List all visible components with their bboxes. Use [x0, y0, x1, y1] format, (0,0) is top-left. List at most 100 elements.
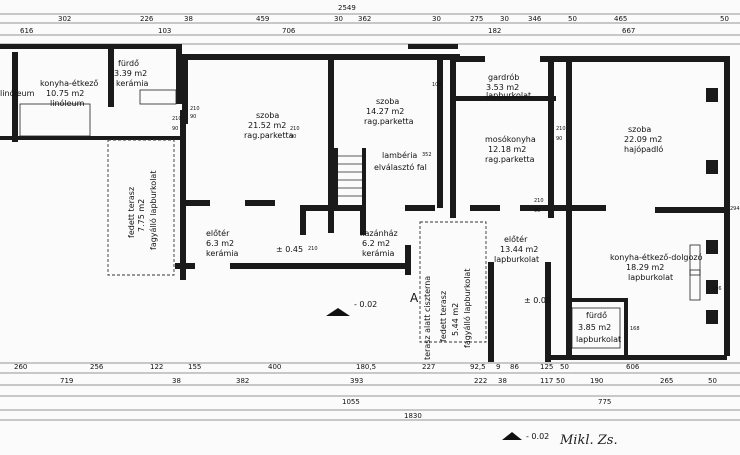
room-name: szoba [628, 125, 651, 134]
dimension-label: 180,5 [356, 363, 376, 371]
dimension-label: 265 [660, 377, 673, 385]
room-name: fürdő [586, 311, 607, 320]
dimension-label: 606 [626, 363, 640, 371]
bottom-dimension-lines [0, 362, 740, 421]
terrace-label: fedett terasz [439, 291, 448, 342]
dimension-label: 302 [58, 15, 71, 23]
room-area: 13.44 m2 [500, 245, 538, 254]
dimension-label: 346 [528, 15, 542, 23]
dimension-label: 155 [188, 363, 201, 371]
terraces [107, 139, 487, 343]
level-marker: ± 0.00 [524, 296, 551, 305]
dimension-label: 90 [172, 126, 178, 132]
room-name: szoba [256, 111, 279, 120]
dimension-label: 256 [90, 363, 104, 371]
room-floor: hajópadló [624, 144, 663, 154]
room-name: konyha-étkező [40, 78, 98, 88]
dimension-label: 459 [256, 15, 269, 23]
room-area: 12.18 m2 [488, 145, 526, 154]
dimension-label: 90 [534, 208, 540, 214]
dimension-label: 38 [184, 15, 193, 23]
level-marker: - 0.02 [526, 432, 549, 441]
room-area: 3.39 m2 [114, 69, 147, 78]
note-label: lambéria [382, 150, 417, 160]
level-marker: - 0.02 [354, 300, 377, 309]
dimension-label: 210 [290, 126, 300, 132]
section-label: A [410, 291, 419, 305]
terrace-label: 5.44 m2 [451, 303, 460, 336]
room-area: 6.2 m2 [362, 239, 390, 248]
dimension-label: 122 [150, 363, 163, 371]
dimension-label: 393 [350, 377, 363, 385]
dimension-label: 90 [290, 134, 296, 140]
room-area: 10.75 m2 [46, 89, 84, 98]
misc-labels: linóleum lambéria elválasztó fal fedett … [0, 88, 618, 448]
terrace-label: 7.75 m2 [137, 199, 146, 232]
signature: Mikl. Zs. [559, 433, 618, 448]
room-name: fürdő [118, 59, 139, 68]
dimension-label: 50 [720, 15, 729, 23]
level-marker: ± 0.45 [276, 245, 303, 254]
bottom-dims-row3: 1055 775 [342, 398, 611, 406]
room-name: előtér [206, 228, 230, 238]
room-name: előtér [504, 234, 528, 244]
dimension-label: 362 [358, 15, 371, 23]
dimension-label: 719 [60, 377, 73, 385]
dimension-label: 616 [20, 27, 34, 35]
dimension-label: 30 [500, 15, 509, 23]
dimension-label: 190 [590, 377, 603, 385]
dimension-label: 186 [712, 286, 722, 292]
dimension-label: 275 [470, 15, 483, 23]
fixtures [19, 89, 701, 349]
terrace-label: fagyálló lapburkolat [462, 269, 472, 348]
dimension-label: 210 [534, 198, 544, 204]
dimension-label: 92,5 [470, 363, 486, 371]
room-floor: rag.parketta [244, 131, 294, 140]
dimension-label: 38 [498, 377, 507, 385]
room-floor: linóleum [50, 98, 85, 108]
room-floor: lapburkolat [628, 273, 673, 282]
dimension-label: 168 [630, 326, 640, 332]
dimension-label: 294 [730, 206, 740, 212]
dimension-label: 50 [708, 377, 717, 385]
dimension-label: 227 [422, 363, 435, 371]
room-floor: kerámia [362, 249, 394, 258]
dimension-label: 86 [510, 363, 519, 371]
room-floor: rag.parketta [364, 117, 414, 126]
dimension-label: 210 [308, 246, 318, 252]
dimension-label: 210 [556, 126, 566, 132]
room-floor: linóleum [0, 88, 35, 98]
dimension-label: 775 [598, 398, 611, 406]
side-dims: 2109021090210902103521072109021090294186… [172, 82, 740, 332]
dimension-label: 38 [172, 377, 181, 385]
dimension-label: 210 [172, 116, 182, 122]
room-area: 3.85 m2 [578, 323, 611, 332]
room-labels: konyha-étkező 10.75 m2 linóleum fürdő 3.… [40, 59, 703, 344]
dimension-label: 465 [614, 15, 627, 23]
dimension-label: 182 [488, 27, 501, 35]
room-area: 22.09 m2 [624, 135, 662, 144]
dimension-label: 103 [158, 27, 171, 35]
dimension-label: 706 [282, 27, 296, 35]
dimension-label: 210 [190, 106, 200, 112]
dimension-label: 50 [560, 363, 569, 371]
dimension-label: 30 [432, 15, 441, 23]
room-name: gardrób [488, 72, 519, 82]
dimension-label: 107 [432, 82, 442, 88]
note-label: elválasztó fal [374, 162, 427, 172]
room-area: 6.3 m2 [206, 239, 234, 248]
room-floor: lapburkolat [494, 255, 539, 264]
dimension-label: 1055 [342, 398, 360, 406]
dimension-label: 90 [190, 114, 196, 120]
dimension-total: 2549 [338, 4, 356, 12]
dimension-label: 226 [140, 15, 154, 23]
dimension-label: 260 [14, 363, 27, 371]
room-name: mosókonyha [485, 134, 536, 144]
dimension-label: 222 [474, 377, 487, 385]
